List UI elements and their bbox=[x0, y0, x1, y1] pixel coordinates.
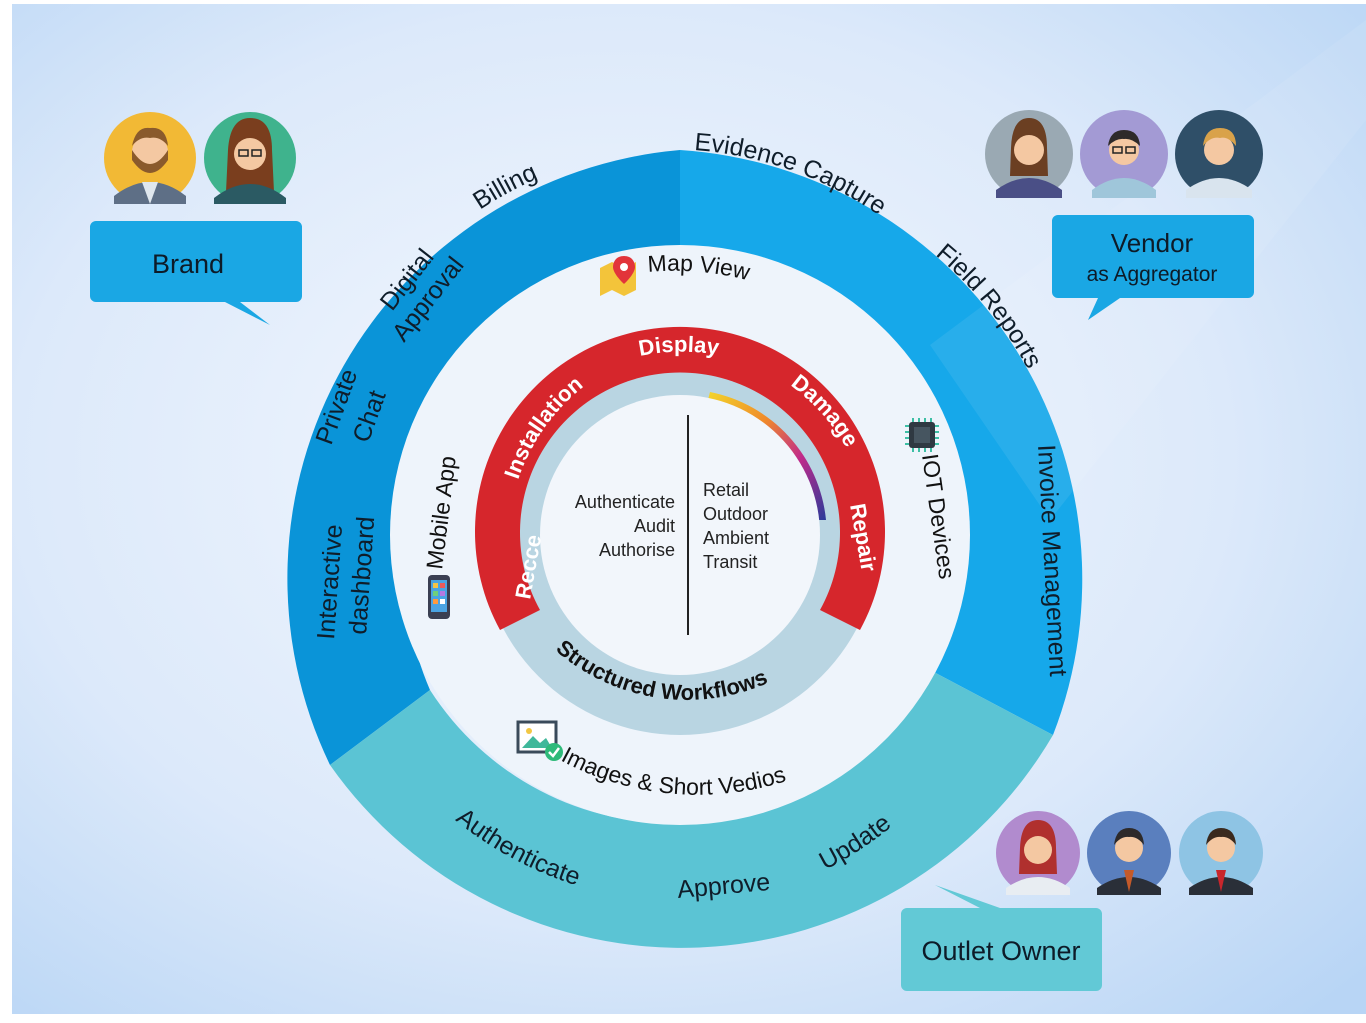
stages-ring bbox=[474, 326, 885, 630]
brand-label: Brand bbox=[152, 249, 224, 279]
outlet-segment bbox=[330, 670, 1053, 948]
map-pin-icon bbox=[600, 256, 636, 296]
avatar-bearded-man bbox=[104, 112, 196, 204]
smartphone-icon bbox=[428, 575, 450, 619]
right-list-item: Retail bbox=[703, 480, 749, 500]
avatar-man-tie bbox=[1179, 811, 1263, 895]
vendor-label: Vendor bbox=[1111, 228, 1194, 258]
rainbow-accent bbox=[708, 392, 826, 520]
core-center bbox=[540, 395, 820, 675]
avatar-man-tie bbox=[1087, 811, 1171, 895]
brand-callout: Brand bbox=[90, 221, 302, 325]
outlet-callout: Outlet Owner bbox=[901, 885, 1102, 991]
left-list-item: Audit bbox=[634, 516, 675, 536]
chip-icon bbox=[905, 418, 939, 452]
avatar-woman bbox=[985, 110, 1073, 198]
outlet-label: Outlet Owner bbox=[921, 936, 1080, 966]
right-list-item: Transit bbox=[703, 552, 757, 572]
left-list-item: Authenticate bbox=[575, 492, 675, 512]
vendor-callout: Vendor as Aggregator bbox=[1052, 215, 1254, 320]
avatar-woman-glasses bbox=[204, 112, 296, 204]
vendor-sublabel: as Aggregator bbox=[1087, 263, 1218, 286]
right-list-item: Ambient bbox=[703, 528, 769, 548]
stage-display: Display bbox=[637, 332, 722, 361]
avatar-man bbox=[1175, 110, 1263, 198]
right-list-item: Outdoor bbox=[703, 504, 768, 524]
left-list-item: Authorise bbox=[599, 540, 675, 560]
image-check-icon bbox=[516, 720, 563, 761]
avatar-man-glasses bbox=[1080, 110, 1168, 198]
avatar-woman bbox=[996, 811, 1080, 895]
